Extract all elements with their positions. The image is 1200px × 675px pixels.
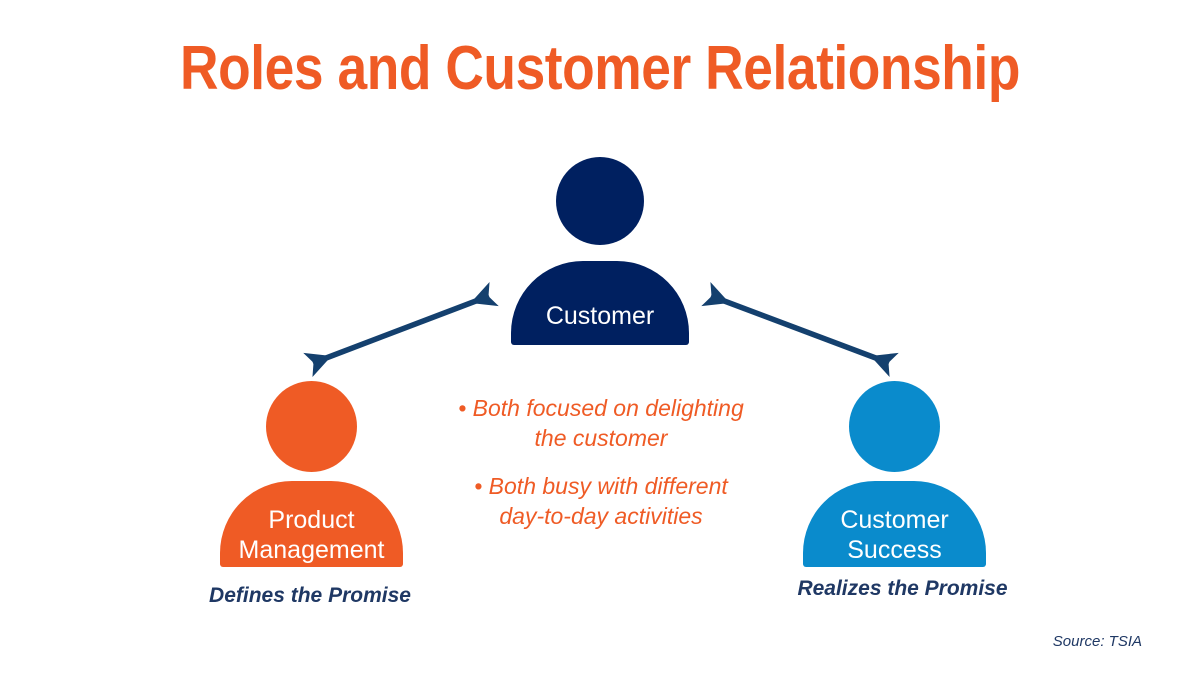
center-note-item: • Both focused on delighting the custome… bbox=[458, 395, 744, 451]
arrow-customer-to-customer-success bbox=[701, 281, 899, 378]
node-customer-success-label-line2: Success bbox=[847, 536, 942, 564]
node-product-management[interactable]: Product Management bbox=[220, 381, 403, 567]
node-customer[interactable]: Customer bbox=[511, 157, 689, 345]
node-customer-success[interactable]: Customer Success bbox=[803, 381, 986, 567]
center-notes-list: • Both focused on delighting the custome… bbox=[455, 393, 747, 531]
node-product-management-label-line2: Management bbox=[238, 536, 385, 564]
person-body-icon: Product Management bbox=[220, 481, 403, 567]
node-product-management-label-line1: Product bbox=[268, 506, 355, 534]
node-customer-success-label-line1: Customer bbox=[840, 506, 949, 534]
node-product-management-label: Product Management bbox=[233, 483, 391, 565]
person-head-icon bbox=[849, 381, 940, 472]
source-attribution: Source: TSIA bbox=[1052, 633, 1142, 650]
person-head-icon bbox=[556, 157, 644, 245]
node-customer-success-label: Customer Success bbox=[834, 483, 954, 565]
caption-product-management: Defines the Promise bbox=[209, 584, 411, 607]
node-customer-label: Customer bbox=[545, 301, 655, 330]
person-body-icon: Customer bbox=[511, 261, 689, 345]
center-note-item: • Both busy with different day-to-day ac… bbox=[474, 473, 728, 529]
caption-customer-success: Realizes the Promise bbox=[797, 577, 1008, 600]
page-title: Roles and Customer Relationship bbox=[180, 34, 1020, 103]
person-head-icon bbox=[266, 381, 357, 472]
arrow-product-management-to-customer bbox=[303, 281, 499, 378]
person-body-icon: Customer Success bbox=[803, 481, 986, 567]
